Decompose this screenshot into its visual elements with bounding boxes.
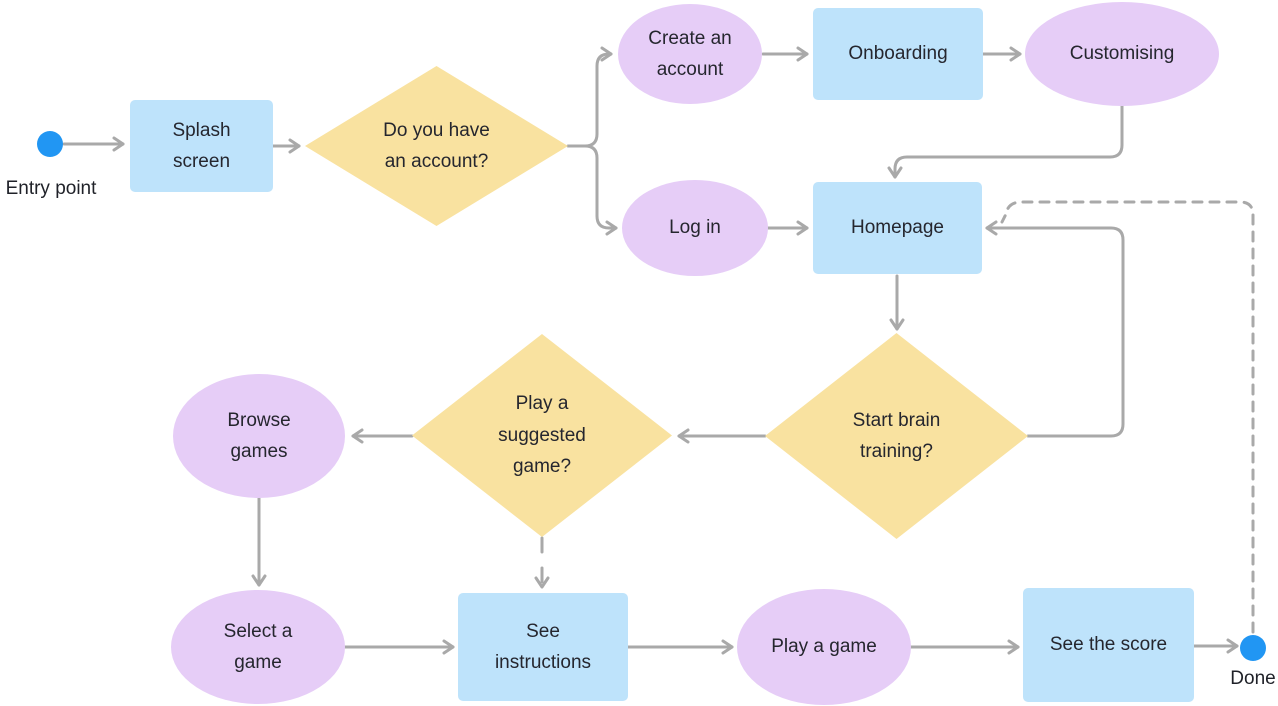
node-label: See the score: [1049, 634, 1168, 656]
node-label: Homepage: [851, 217, 944, 239]
node-label: Play a suggested game?: [498, 393, 586, 478]
node-select-a-game[interactable]: Select a game: [171, 590, 345, 704]
edge-account-question-to-create-account: [583, 46, 613, 148]
node-label: Onboarding: [848, 43, 948, 65]
node-play-a-game[interactable]: Play a game: [737, 589, 911, 705]
node-label: Log in: [669, 217, 721, 239]
node-label: Create an account: [648, 27, 732, 80]
edge-account-question-to-log-in: [583, 144, 618, 236]
node-create-an-account[interactable]: Create an account: [618, 4, 762, 104]
edge-brain-question-to-homepage: [985, 220, 1125, 438]
done-dot[interactable]: [1240, 635, 1266, 661]
node-label: Start brain training?: [852, 409, 941, 462]
node-label: Customising: [1069, 43, 1175, 65]
node-label: Splash screen: [172, 119, 231, 172]
node-see-instructions[interactable]: See instructions: [458, 593, 628, 701]
edge-done-to-homepage-loop: [1000, 200, 1255, 634]
entry-point-dot[interactable]: [37, 131, 63, 157]
node-homepage[interactable]: Homepage: [813, 182, 982, 274]
node-log-in[interactable]: Log in: [622, 180, 768, 276]
node-play-a-suggested-game[interactable]: Play a suggested game?: [412, 334, 672, 537]
node-customising[interactable]: Customising: [1025, 2, 1219, 106]
node-label: Play a game: [771, 636, 877, 658]
node-see-the-score[interactable]: See the score: [1023, 588, 1194, 702]
edge-customising-to-homepage: [887, 104, 1124, 179]
node-onboarding[interactable]: Onboarding: [813, 8, 983, 100]
node-label: See instructions: [494, 620, 592, 673]
node-do-you-have-an-account[interactable]: Do you have an account?: [305, 66, 568, 226]
node-label: Select a game: [223, 620, 293, 673]
node-label: Do you have an account?: [383, 119, 490, 172]
done-label: Done: [1230, 668, 1276, 689]
node-browse-games[interactable]: Browse games: [173, 374, 345, 498]
node-splash-screen[interactable]: Splash screen: [130, 100, 273, 192]
node-start-brain-training[interactable]: Start brain training?: [765, 333, 1028, 539]
entry-point-label: Entry point: [5, 178, 97, 199]
node-label: Browse games: [227, 409, 291, 462]
